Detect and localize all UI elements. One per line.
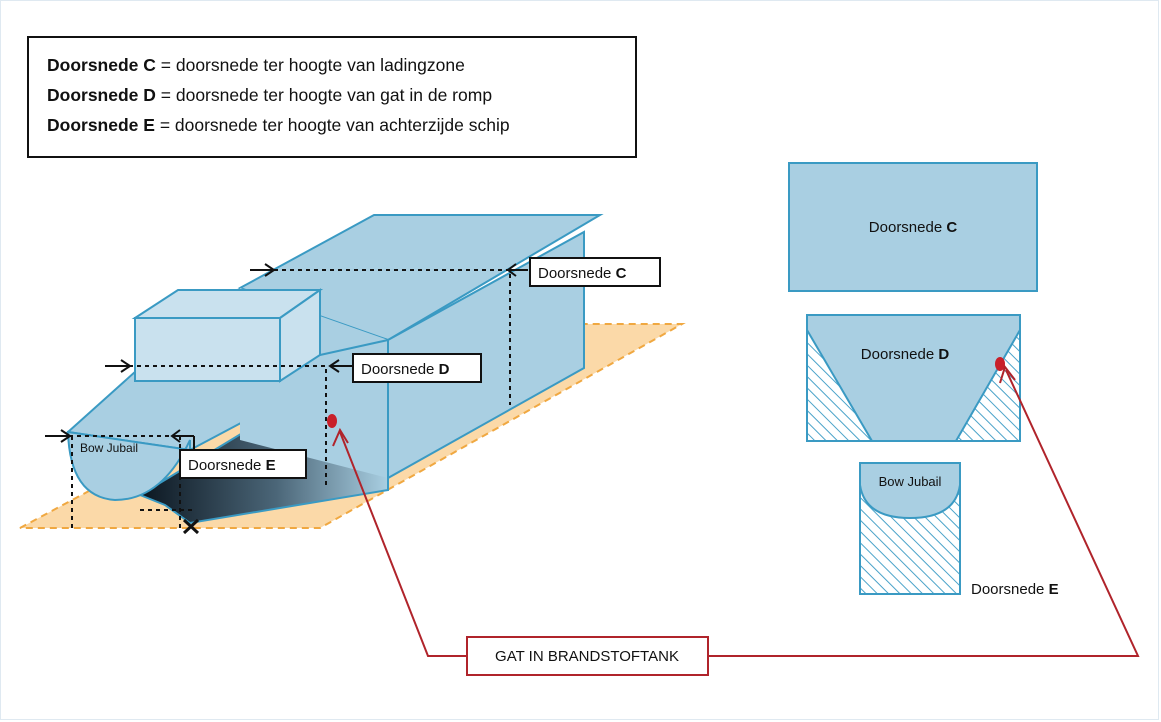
legend-box: Doorsnede C = doorsnede ter hoogte van l… — [27, 36, 637, 158]
callout-text: GAT IN BRANDSTOFTANK — [495, 648, 679, 665]
section-lines — [45, 263, 528, 528]
label-section-c: Doorsnede C — [538, 265, 627, 282]
legend-item: Doorsnede E = doorsnede ter hoogte van a… — [47, 115, 510, 135]
legend-item: Doorsnede D = doorsnede ter hoogte van g… — [47, 85, 493, 105]
x-mark-icon — [182, 518, 200, 535]
cargo-top — [237, 214, 604, 342]
callout-box — [466, 636, 709, 676]
cross-section-c — [788, 162, 1038, 292]
bridge-front — [134, 317, 281, 382]
cross-section-e — [859, 462, 961, 595]
cross-section-e-bow-label: Bow Jubail — [879, 474, 942, 489]
hole-marker-3d — [327, 414, 337, 428]
cross-section-d-label: Doorsnede D — [861, 346, 950, 363]
cross-section-d — [806, 314, 1021, 442]
label-section-e: Doorsnede E — [188, 457, 276, 474]
ship-3d — [65, 214, 604, 525]
legend-item: Doorsnede C = doorsnede ter hoogte van l… — [47, 55, 465, 75]
label-bow-3d: Bow Jubail — [80, 441, 138, 455]
callout-leaders — [332, 364, 1140, 657]
cross-section-e-label: Doorsnede E — [971, 581, 1059, 598]
hole-marker-section — [995, 357, 1005, 371]
cross-section-c-label: Doorsnede C — [869, 219, 958, 236]
label-section-d: Doorsnede D — [361, 361, 450, 378]
